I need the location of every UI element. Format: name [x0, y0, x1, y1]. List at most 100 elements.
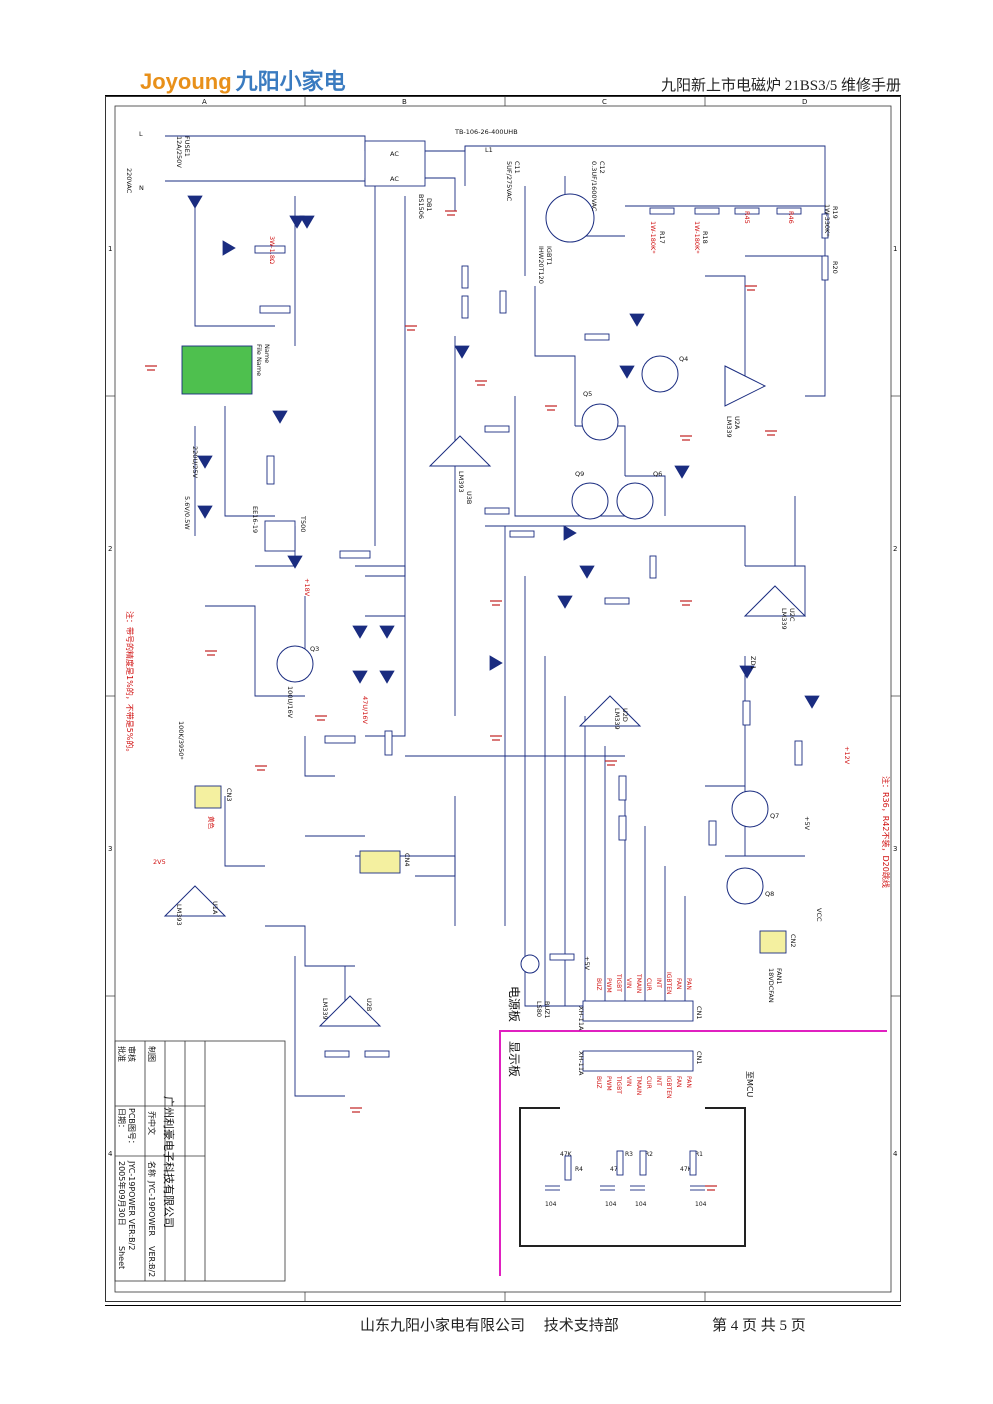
transformer-t500	[264, 520, 296, 552]
opamp-u3b	[428, 435, 492, 467]
label-transformer: TB-106-26-400UHB	[454, 128, 518, 136]
resistor-r41	[794, 740, 803, 766]
diode-d6	[289, 215, 305, 229]
diode-d11	[352, 625, 368, 639]
label-lm339-u2a: LM339	[725, 416, 733, 438]
label-t500: T500	[299, 515, 307, 532]
label-c11: C11	[513, 161, 521, 174]
display-r2: R2	[645, 1151, 653, 1158]
diode-d5	[299, 215, 315, 229]
row-label-3: 3	[108, 845, 112, 853]
resistor-r802	[266, 455, 275, 485]
tb-name-val: JYC-19POWER	[147, 1180, 156, 1237]
r45	[734, 207, 760, 215]
signal-cur: CUR	[645, 978, 652, 991]
r20	[821, 255, 829, 281]
label-thermistor: 100K/3950*	[177, 721, 185, 760]
label-r19-val: 1W-330K*	[823, 204, 831, 237]
signal-tigbt-display: TIGBT	[615, 1075, 622, 1094]
label-r46: R46	[787, 211, 795, 224]
resistor-r16	[484, 425, 510, 433]
label-cn2: CN2	[789, 934, 797, 948]
buzzer-symbol	[520, 954, 540, 974]
igbt1-symbol	[545, 193, 595, 243]
row-label-3-right: 3	[893, 845, 897, 853]
diode-d20	[619, 365, 635, 379]
row-label-1: 1	[108, 245, 112, 253]
resistor-r37	[742, 700, 751, 726]
label-zd1: ZD1	[749, 656, 757, 670]
cn2-connector	[759, 930, 787, 954]
tb-pcb-label: PCB图号：	[127, 1108, 136, 1148]
row-label-4-right: 4	[893, 1150, 898, 1158]
signal-igbten-display: IGBTEN	[665, 1076, 672, 1098]
diode-d13	[352, 670, 368, 684]
footer-page-number: 第 4 页 共 5 页	[712, 1318, 806, 1334]
resistor-r54	[649, 555, 657, 579]
op-amps	[163, 365, 807, 1027]
frame-outer	[105, 96, 901, 1302]
diode-d-q3	[563, 525, 577, 541]
label-input-l: L	[139, 130, 143, 138]
label-q5: Q5	[583, 390, 592, 398]
signal-tmain-display: TMAIN	[635, 1075, 642, 1095]
diode-d14	[379, 670, 395, 684]
tb-company: 广州利豪电子科技有限公司	[162, 1096, 176, 1228]
label-r17: R17	[658, 231, 666, 244]
ground-symbols	[145, 210, 777, 1191]
resistor-r13	[339, 550, 371, 559]
note-left: 注：带号的精度是1%的，不带是5%的。	[125, 611, 135, 756]
transistors	[276, 193, 769, 974]
display-board-outline	[519, 1107, 746, 1247]
signal-cur-display: CUR	[645, 1076, 652, 1089]
opamp-u2a	[724, 365, 767, 407]
label-ic-file: File Name	[255, 344, 263, 376]
label-r45: R45	[743, 211, 751, 224]
signal-igbten: IGBTEN	[665, 972, 672, 994]
transistor-q6	[616, 482, 654, 520]
tb-sheet-label: Sheet	[117, 1246, 126, 1269]
diode-d18	[739, 665, 755, 679]
diode-d2	[579, 565, 595, 579]
tb-ver-val: B/2	[147, 1264, 156, 1277]
tb-drawn-by: 乔中文	[147, 1111, 157, 1135]
board-separator	[499, 1030, 887, 1276]
cn3-connector	[194, 785, 222, 809]
display-r-47k-2: 47K	[610, 1166, 623, 1173]
label-lm339-u2b: LM339	[321, 998, 329, 1020]
label-u1a: U1A	[211, 901, 219, 915]
cn-display-connector	[582, 1050, 694, 1072]
resistor-r-mid	[324, 1050, 350, 1058]
opamp-u2d	[578, 695, 642, 727]
label-lm339-u2c: LM339	[780, 608, 788, 630]
diode-d8	[187, 195, 203, 209]
tb-date-val: 2005年09月30日	[117, 1161, 127, 1226]
resistor-r-mid2	[364, 1050, 390, 1058]
label-q7: Q7	[770, 812, 779, 820]
label-to-mcu: 至MCU	[745, 1071, 754, 1097]
label-18v: +18V	[303, 578, 311, 597]
label-bridge: DB1	[425, 198, 433, 212]
label-lm393-u1a: LM393	[175, 904, 183, 926]
label-ee1619: EE16-19	[251, 506, 259, 533]
label-r19: R19	[831, 206, 839, 219]
transistor-q4	[641, 355, 679, 393]
label-igbt: IGBT1	[545, 246, 553, 266]
bridge-rectifier	[364, 140, 426, 187]
resistor-r27	[484, 507, 510, 515]
resistor-r43	[708, 820, 717, 846]
resistor-r11	[461, 295, 469, 319]
signal-pwm-display: PWM	[605, 1076, 612, 1091]
label-cn1: CN1	[695, 1006, 703, 1020]
label-ic-name: Name	[263, 344, 271, 363]
display-c-104-1: 104	[545, 1201, 557, 1208]
label-fuse: FUSE1	[183, 136, 191, 157]
signal-fan-display: FAN	[675, 1076, 682, 1088]
title-block	[114, 1040, 286, 1282]
r46	[776, 207, 802, 215]
label-fan: FAN1	[775, 968, 783, 985]
row-label-2: 2	[108, 545, 112, 553]
diode-d901	[272, 410, 288, 424]
transistor-q5	[581, 403, 619, 441]
